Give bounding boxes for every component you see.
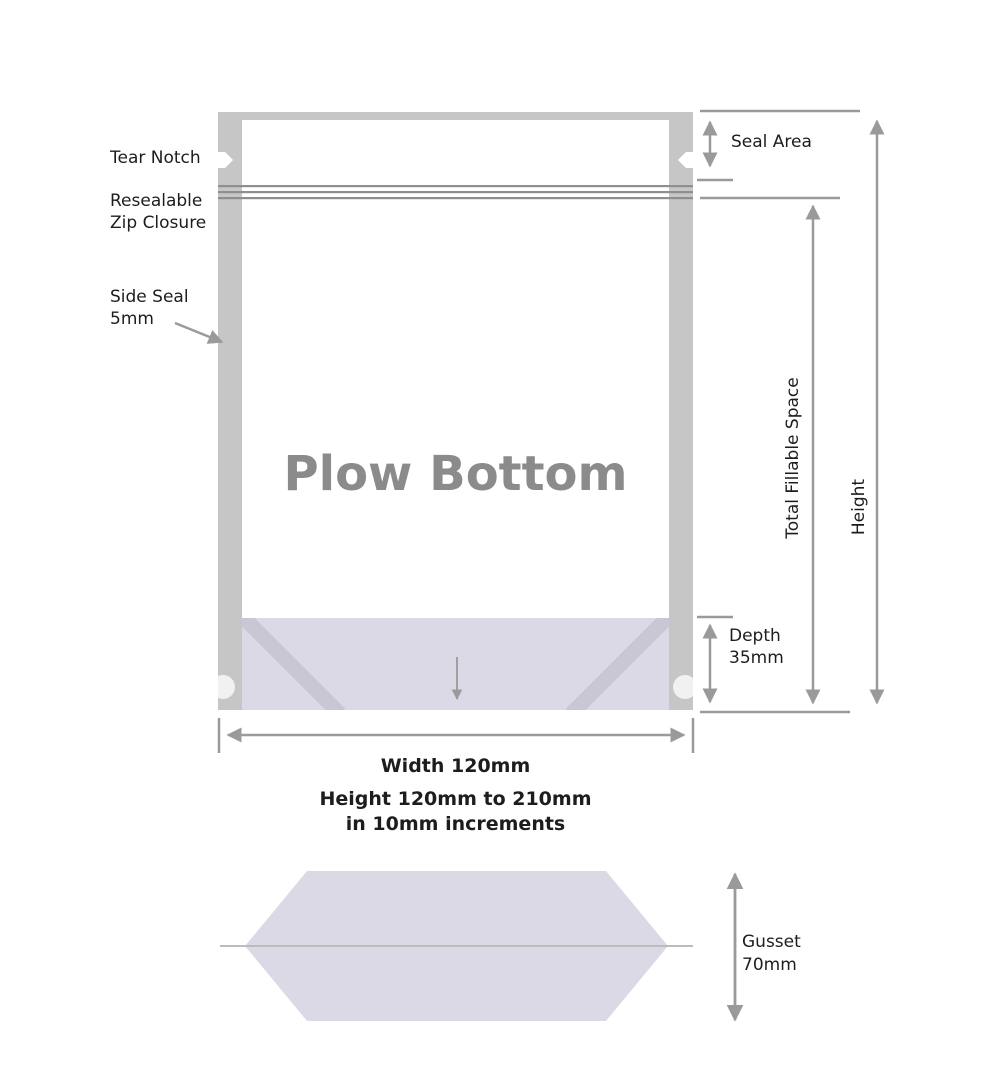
zip-closure-label-line2: Zip Closure [110, 213, 207, 233]
tear-notch-left [218, 152, 233, 168]
total-fillable-space-text: Total Fillable Space [783, 377, 803, 539]
height-range-line2: in 10mm increments [345, 813, 566, 835]
total-fillable-space-label: Total Fillable Space [782, 377, 804, 538]
height-label-text: Height [849, 478, 869, 536]
bottom-notch-left [211, 675, 235, 699]
zip-closure-lines [218, 185, 693, 200]
gusset-bottom-area [242, 618, 669, 710]
width-caption: Width 120mm [380, 755, 531, 777]
zip-closure-label-line1: Resealable [110, 191, 203, 211]
seal-area-label-text: Seal Area [731, 132, 812, 152]
side-seal-label-line1: Side Seal [110, 287, 189, 307]
side-seal-label: Side Seal 5mm [110, 286, 189, 330]
pouch-right-side-seal [669, 112, 693, 710]
bottom-notch-right [673, 675, 697, 699]
zip-line [218, 191, 693, 194]
gusset-fold-stripes [242, 618, 669, 710]
zip-line [218, 197, 693, 200]
gusset-label: Gusset 70mm [742, 931, 801, 977]
height-range-line1: Height 120mm to 210mm [319, 788, 592, 810]
zip-line [218, 185, 693, 188]
depth-label-line1: Depth [729, 626, 781, 646]
gusset-label-line2: 70mm [742, 955, 797, 975]
tear-notch-right [678, 152, 693, 168]
gusset-fold-stripe-left [242, 618, 346, 710]
gusset-label-line1: Gusset [742, 932, 801, 952]
pouch-top-seal [218, 112, 693, 120]
zip-closure-label: Resealable Zip Closure [110, 190, 206, 234]
pouch-style-title: Plow Bottom [283, 446, 628, 502]
gusset-fold-stripe-right [565, 618, 669, 710]
height-range-caption: Height 120mm to 210mm in 10mm increments [218, 787, 693, 837]
tear-notch-label: Tear Notch [110, 147, 201, 169]
seal-area-label: Seal Area [731, 131, 812, 153]
depth-label-line2: 35mm [729, 648, 784, 668]
tear-notch-label-text: Tear Notch [110, 148, 201, 168]
height-label: Height [848, 479, 870, 535]
side-seal-pointer-arrow [174, 321, 224, 344]
pouch-left-side-seal [218, 112, 242, 710]
depth-label: Depth 35mm [729, 625, 784, 669]
side-seal-label-line2: 5mm [110, 309, 154, 329]
